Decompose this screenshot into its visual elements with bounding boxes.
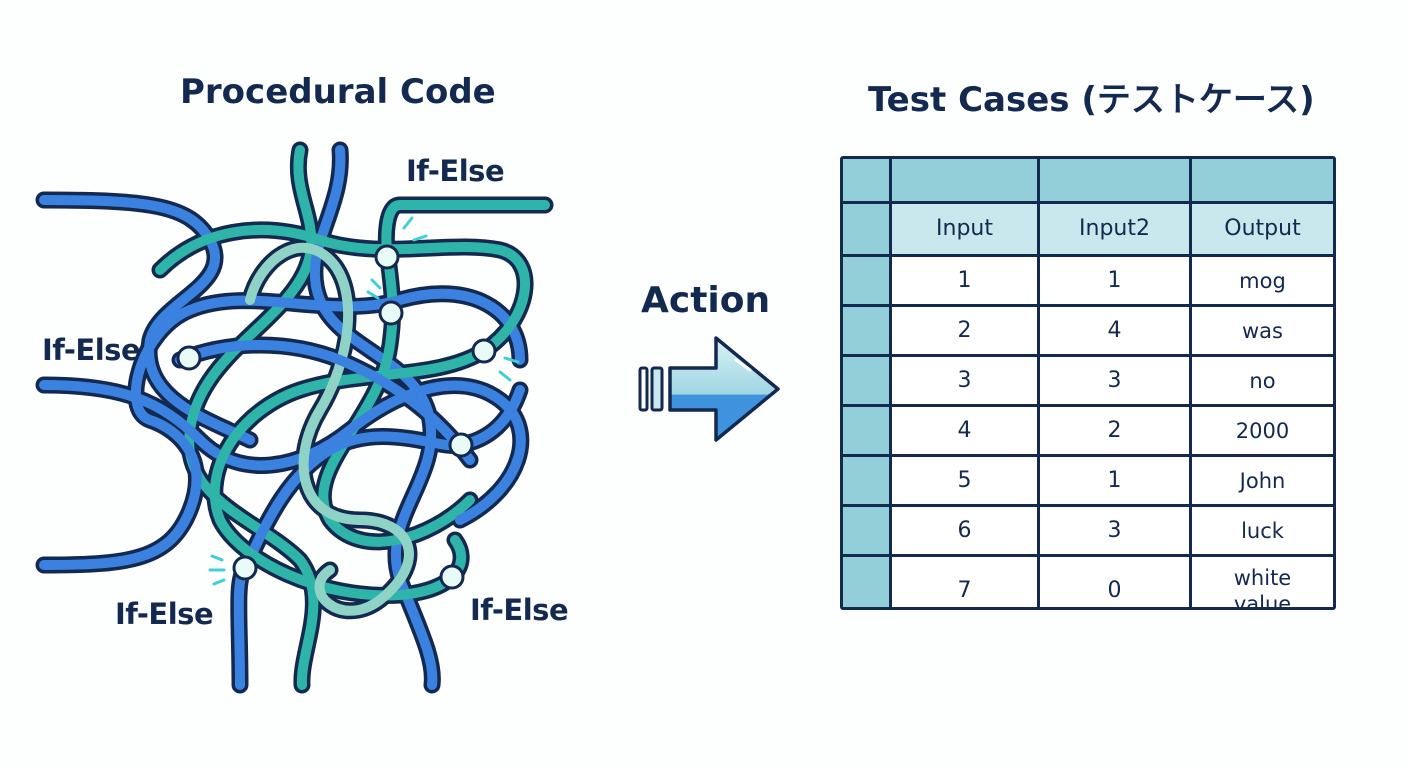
table-cell: 3 (1040, 357, 1189, 404)
table-cell: was (1192, 307, 1333, 354)
test-cases-table: Input Input2 Output 1 1 mog 2 4 was 3 3 … (840, 156, 1336, 610)
table-top-corner (843, 159, 889, 201)
table-cell: 3 (892, 357, 1037, 404)
table-cell: white value (1192, 557, 1333, 607)
table-cell: mog (1192, 257, 1333, 304)
table-cell: 1 (892, 257, 1037, 304)
table-cell: John (1192, 457, 1333, 504)
table-top-band (1040, 159, 1189, 201)
column-header-input: Input (892, 204, 1037, 254)
table-row-header (843, 507, 889, 554)
table-cell: 7 (892, 557, 1037, 607)
table-top-band (892, 159, 1037, 201)
table-row-header (843, 257, 889, 304)
test-cases-title: Test Cases (テストケース) (868, 80, 1315, 120)
table-row-header (843, 557, 889, 607)
table-top-band (1192, 159, 1333, 201)
action-label: Action (641, 280, 771, 321)
table-cell: 3 (1040, 507, 1189, 554)
table-cell: 4 (892, 407, 1037, 454)
table-cell: 2000 (1192, 407, 1333, 454)
table-cell: 1 (1040, 257, 1189, 304)
table-cell: no (1192, 357, 1333, 404)
if-else-label-bottom-left: If-Else (115, 597, 214, 631)
table-cell: 0 (1040, 557, 1189, 607)
if-else-label-bottom-right: If-Else (470, 593, 569, 627)
table-cell: luck (1192, 507, 1333, 554)
procedural-code-title: Procedural Code (180, 72, 496, 112)
arrow-right-icon (638, 336, 780, 442)
table-row-header (843, 407, 889, 454)
column-header-output: Output (1192, 204, 1333, 254)
table-cell: 6 (892, 507, 1037, 554)
table-cell: 5 (892, 457, 1037, 504)
if-else-label-top: If-Else (406, 154, 505, 188)
table-cell: 1 (1040, 457, 1189, 504)
table-row-header (843, 204, 889, 254)
if-else-label-left: If-Else (42, 333, 141, 367)
table-cell: 2 (892, 307, 1037, 354)
table-cell: 4 (1040, 307, 1189, 354)
table-row-header (843, 307, 889, 354)
table-cell: 2 (1040, 407, 1189, 454)
table-row-header (843, 457, 889, 504)
column-header-input2: Input2 (1040, 204, 1189, 254)
table-row-header (843, 357, 889, 404)
tangled-code-illustration (35, 141, 554, 694)
